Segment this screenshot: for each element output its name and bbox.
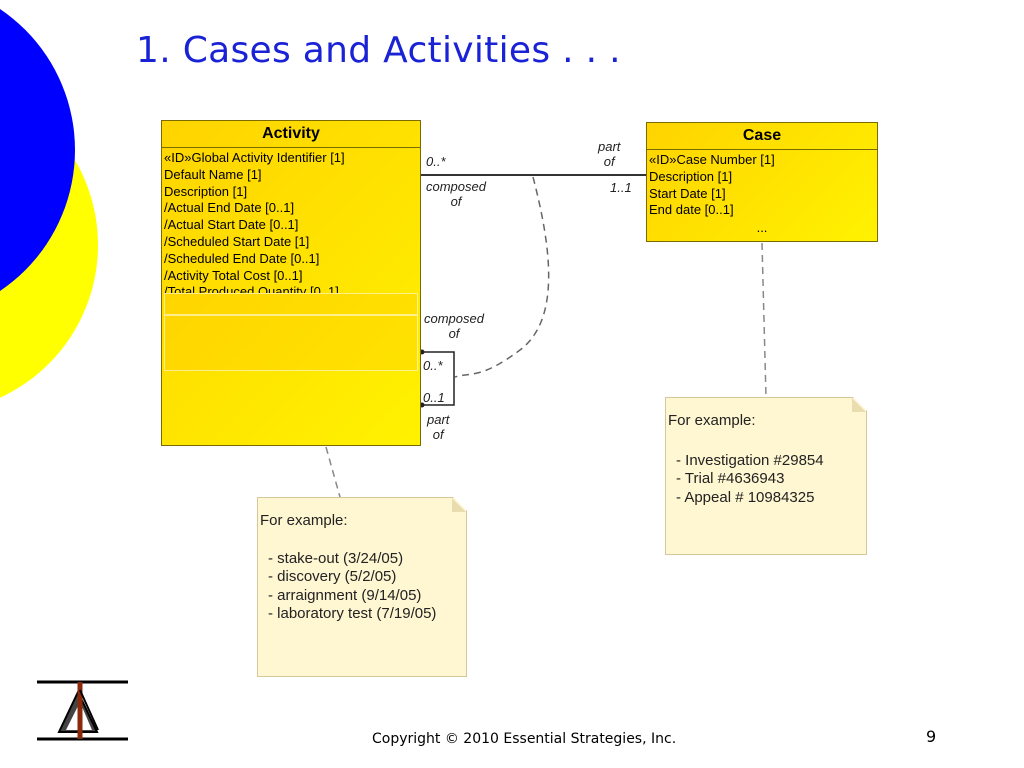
note-anchor-case — [761, 242, 767, 398]
note-item: - Appeal # 10984325 — [676, 488, 815, 506]
activity-attribute: Description [1] — [164, 183, 248, 199]
note-item: - Trial #4636943 — [676, 470, 785, 488]
activity-attribute: /Activity Total Cost [0..1] — [164, 267, 303, 283]
case-class[interactable]: Case «ID»Case Number [1]Description [1]S… — [646, 122, 878, 242]
case-attribute: «ID»Case Number [1] — [649, 152, 775, 167]
note-item-list: - stake-out (3/24/05)- discovery (5/2/05… — [268, 550, 436, 623]
activity-attribute: Default Name [1] — [164, 166, 262, 182]
note-item: - arraignment (9/14/05) — [268, 586, 422, 604]
note-heading: For example: — [260, 512, 348, 529]
note-item: - stake-out (3/24/05) — [268, 550, 404, 567]
case-role-label: part of — [598, 139, 621, 169]
corner-decoration — [0, 9, 98, 398]
blue-circle — [0, 9, 75, 291]
company-logo — [37, 680, 128, 741]
activity-attribute-list: «ID»Global Activity Identifier [1]Defaul… — [162, 148, 420, 293]
activity-attribute: /Scheduled End Date [0..1] — [164, 250, 320, 266]
copyright-text: Copyright © 2010 Essential Strategies, I… — [372, 731, 677, 747]
case-attribute: Start Date [1] — [649, 185, 726, 201]
case-attribute-list: «ID»Case Number [1]Description [1]Start … — [647, 150, 877, 219]
activity-example-note[interactable]: For example: - stake-out (3/24/05)- disc… — [257, 497, 467, 677]
activity-attribute: /Total Produced Quantity [0..1] — [164, 284, 339, 293]
self-multiplicity-bottom-label: 0..1 — [423, 390, 445, 405]
activity-attribute: /Actual Start Date [0..1] — [164, 217, 299, 233]
page-number: 9 — [926, 727, 937, 746]
case-example-note[interactable]: For example: - Investigation #29854- Tri… — [665, 397, 867, 555]
activity-attribute-compartment: «ID»Global Activity Identifier [1]Defaul… — [162, 148, 420, 293]
activity-class[interactable]: Activity «ID»Global Activity Identifier … — [161, 120, 421, 446]
case-more-ellipsis: ... — [756, 220, 768, 236]
activity-operations-compartment — [164, 315, 418, 371]
case-class-name: Case — [647, 123, 877, 150]
activity-role-label: composed of — [426, 179, 486, 209]
self-role-top-label: composed of — [424, 311, 484, 341]
note-item: - laboratory test (7/19/05) — [268, 604, 437, 622]
self-role-bottom-label: part of — [427, 412, 450, 442]
slide-title: 1. Cases and Activities . . . — [136, 30, 621, 71]
activity-attribute: /Actual End Date [0..1] — [164, 200, 295, 216]
note-item: - Investigation #29854 — [676, 452, 824, 469]
note-anchor-activity — [325, 446, 341, 498]
activity-multiplicity-label: 0..* — [426, 154, 446, 169]
constraint-dashed-arc — [454, 176, 550, 378]
case-attribute: Description [1] — [649, 168, 733, 184]
note-item: - discovery (5/2/05) — [268, 568, 397, 586]
self-association — [422, 351, 455, 406]
note-item-list: - Investigation #29854- Trial #4636943- … — [676, 452, 824, 507]
case-multiplicity-label: 1..1 — [610, 180, 632, 195]
case-attribute: End date [0..1] — [649, 202, 734, 218]
activity-class-name: Activity — [162, 121, 420, 148]
activity-empty-compartment — [164, 293, 418, 315]
self-multiplicity-top-label: 0..* — [423, 358, 443, 373]
activity-attribute: «ID»Global Activity Identifier [1] — [164, 150, 345, 165]
note-heading: For example: — [668, 412, 756, 429]
activity-attribute: /Scheduled Start Date [1] — [164, 233, 310, 249]
